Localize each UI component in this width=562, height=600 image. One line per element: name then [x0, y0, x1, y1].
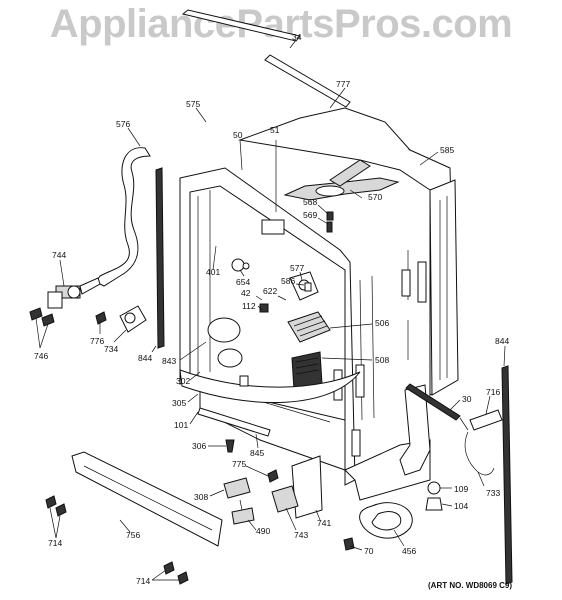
callout-733: 733: [486, 488, 500, 498]
callout-756: 756: [126, 530, 140, 540]
leveling-leg-306: [225, 439, 235, 453]
leader-lines: [35, 39, 506, 581]
screw-775: [267, 469, 279, 483]
toe-plate-756: [71, 451, 223, 547]
callout-101: 101: [174, 420, 188, 430]
bracket-741: [291, 455, 323, 519]
screw-70: [343, 537, 355, 551]
callout-302: 302: [176, 376, 190, 386]
callout-575: 575: [186, 99, 200, 109]
callout-576: 576: [116, 119, 130, 129]
fitting-109-104: [425, 481, 443, 511]
switch-308-490: [223, 477, 255, 525]
callout-labels: 777 575 576 50 51 585 570 568 569 401 65…: [34, 32, 509, 586]
callout-70: 70: [364, 546, 374, 556]
callout-714-left: 714: [48, 538, 62, 548]
callout-51: 51: [270, 125, 280, 135]
callout-845: 845: [250, 448, 264, 458]
screws-714: [45, 495, 189, 585]
top-seal-strips: [181, 9, 351, 108]
callout-585: 585: [440, 145, 454, 155]
callout-844-right: 844: [495, 336, 509, 346]
callout-716: 716: [486, 387, 500, 397]
spray-arm: [283, 159, 400, 233]
spring-cap-716: [469, 409, 503, 431]
callout-112: 112: [242, 301, 256, 311]
callout-306: 306: [192, 441, 206, 451]
fill-valve-744: [47, 277, 101, 309]
callout-746: 746: [34, 351, 48, 361]
callout-776: 776: [90, 336, 104, 346]
callout-734: 734: [104, 344, 118, 354]
callout-34: 34: [292, 32, 302, 42]
pump-motor-508: [291, 351, 323, 391]
callout-568: 568: [303, 197, 317, 207]
callout-622: 622: [263, 286, 277, 296]
callout-570: 570: [368, 192, 382, 202]
door-gasket-844-right: [501, 365, 513, 585]
detergent-dispenser-506: [287, 311, 331, 343]
tub-assembly: [179, 107, 459, 501]
callout-30: 30: [462, 394, 472, 404]
callout-42: 42: [241, 288, 251, 298]
callout-741: 741: [317, 518, 331, 528]
callout-109: 109: [454, 484, 468, 494]
callout-744: 744: [52, 250, 66, 260]
callout-305: 305: [172, 398, 186, 408]
callout-506: 506: [375, 318, 389, 328]
callout-308: 308: [194, 492, 208, 502]
callout-775: 775: [232, 459, 246, 469]
fill-hose-576: [95, 147, 151, 287]
art-number: (ART NO. WD8069 C9): [428, 581, 512, 590]
callout-654: 654: [236, 277, 250, 287]
door-spring-30: [405, 383, 469, 431]
tub-gasket-845: [197, 407, 271, 437]
float-switch-734: [119, 305, 147, 333]
callout-844-left: 844: [138, 353, 152, 363]
callout-401: 401: [206, 267, 220, 277]
callout-843: 843: [162, 356, 176, 366]
callout-490: 490: [256, 526, 270, 536]
callout-50: 50: [233, 130, 243, 140]
module-743: [271, 485, 299, 513]
cable-733: [464, 431, 495, 476]
screws-left: [29, 307, 107, 327]
door-gasket-844-left: [155, 167, 165, 349]
callout-777: 777: [336, 79, 350, 89]
callout-743: 743: [294, 530, 308, 540]
heater-302: [179, 317, 361, 403]
callout-456: 456: [402, 546, 416, 556]
callout-577: 577: [290, 263, 304, 273]
callout-104: 104: [454, 501, 468, 511]
callout-508: 508: [375, 355, 389, 365]
callout-586: 586: [281, 276, 295, 286]
callout-714-bottom: 714: [136, 576, 150, 586]
callout-569: 569: [303, 210, 317, 220]
base-gasket-456: [359, 502, 413, 539]
